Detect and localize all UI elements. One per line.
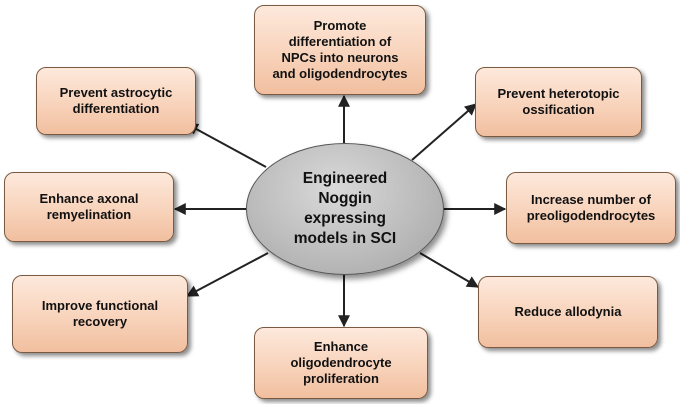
outcome-box-top-right: Prevent heterotopic ossification xyxy=(475,67,642,137)
outcome-box-left: Enhance axonal remyelination xyxy=(4,172,174,242)
outcome-box-bottom-left: Improve functional recovery xyxy=(12,275,188,353)
central-label: Engineered Noggin expressing models in S… xyxy=(293,170,397,247)
arrow-bottom-right xyxy=(419,252,480,288)
arrow-top-right xyxy=(411,103,477,161)
outcome-label-top-right: Prevent heterotopic ossification xyxy=(497,86,620,117)
outcome-label-bottom-left: Improve functional recovery xyxy=(41,298,159,329)
arrow-bottom-left xyxy=(185,252,269,297)
outcome-box-right: Increase number of preoligodendrocytes xyxy=(506,172,676,244)
outcome-box-bottom: Enhance oligodendrocyte proliferation xyxy=(254,327,428,399)
outcome-label-left: Enhance axonal remyelination xyxy=(39,191,139,222)
arrow-top-left xyxy=(185,123,267,168)
outcome-box-top: Promote differentiation of NPCs into neu… xyxy=(254,5,426,95)
outcome-box-top-left: Prevent astrocytic differentiation xyxy=(36,67,196,135)
central-ellipse: Engineered Noggin expressing models in S… xyxy=(246,143,444,275)
outcome-label-bottom: Enhance oligodendrocyte proliferation xyxy=(290,339,392,386)
outcome-label-right: Increase number of preoligodendrocytes xyxy=(526,192,656,223)
outcome-label-bottom-right: Reduce allodynia xyxy=(514,304,622,319)
outcome-label-top-left: Prevent astrocytic differentiation xyxy=(59,85,173,116)
outcome-label-top: Promote differentiation of NPCs into neu… xyxy=(272,18,408,81)
outcome-box-bottom-right: Reduce allodynia xyxy=(478,276,658,348)
